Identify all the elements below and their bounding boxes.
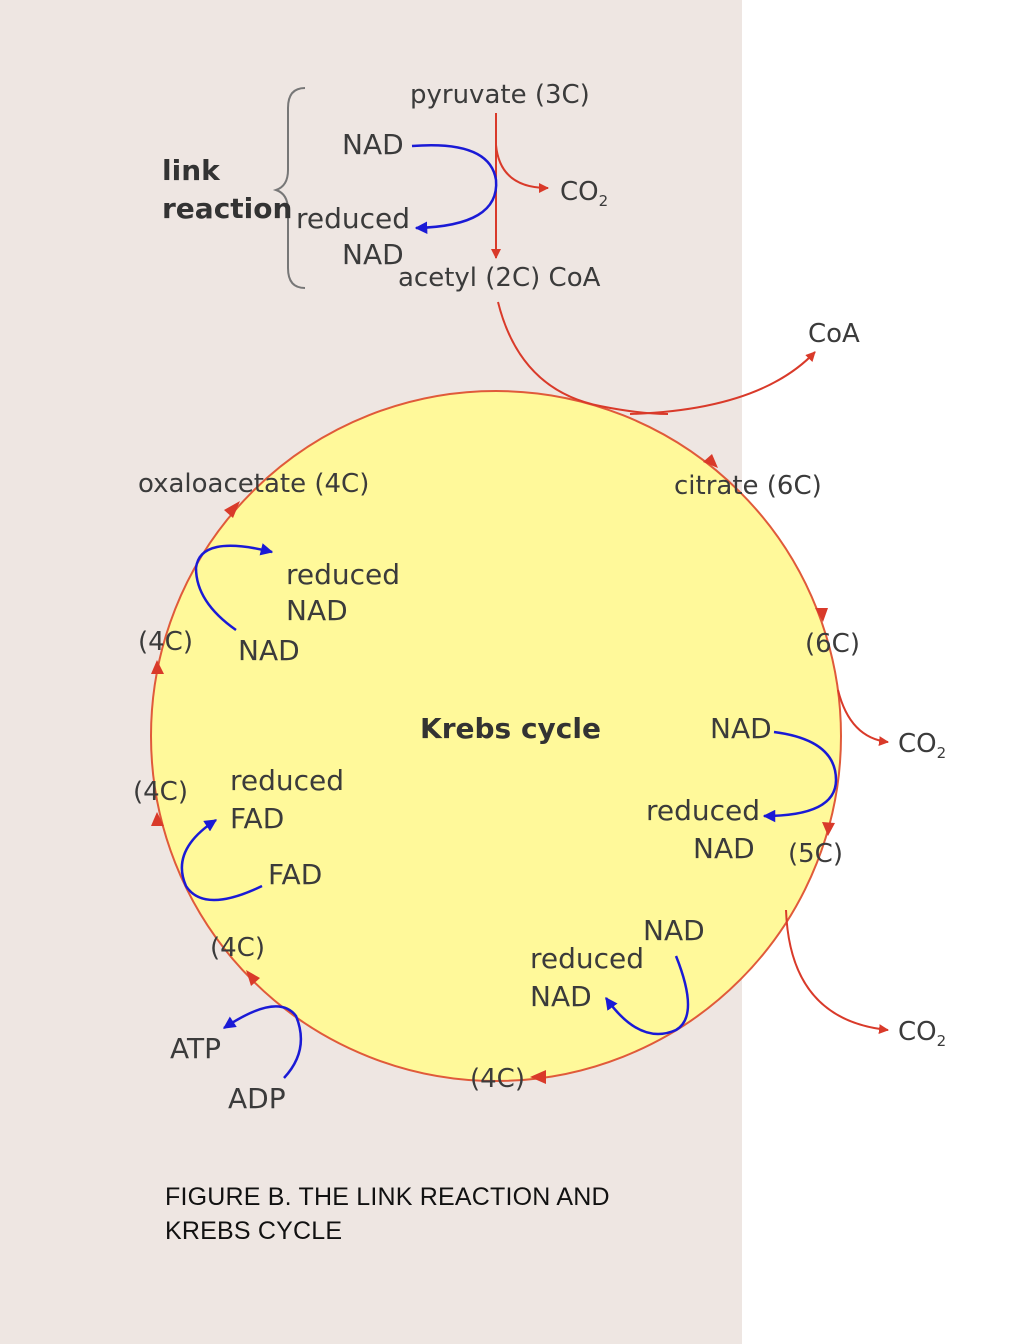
- pyruvate-label: pyruvate (3C): [410, 80, 590, 110]
- bottom-nad-label: NAD: [643, 914, 705, 947]
- link-nad-label: NAD: [342, 128, 404, 161]
- oxaloacetate-label: oxaloacetate (4C): [138, 469, 369, 499]
- cycle-arrowhead-4c-bottom: [530, 1070, 546, 1084]
- right-nad-label: NAD: [710, 712, 772, 745]
- cycle-co2-right-arrow: [837, 689, 889, 747]
- four-carbon-lower-left-label: (4C): [210, 933, 265, 963]
- cycle-arrowhead-citrate: [703, 454, 718, 468]
- link-label-line1: link: [162, 154, 221, 187]
- link-co2-label: CO2: [560, 177, 608, 210]
- link-nad-arrow: [411, 144, 498, 234]
- cycle-co2-lower-arrow: [785, 909, 889, 1035]
- link-brace: [272, 87, 306, 289]
- bottom-nad-arrow: [604, 955, 690, 1036]
- cycle-arrowhead-6c: [815, 608, 828, 622]
- left-reduced-label-2: NAD: [286, 594, 348, 627]
- atp-label: ATP: [170, 1032, 221, 1065]
- reduced-fad-label-1: reduced: [230, 764, 344, 797]
- left-nad-label: NAD: [238, 634, 300, 667]
- cycle-arrowhead-5c: [822, 822, 835, 836]
- link-reduced-nad-label: NAD: [342, 238, 404, 271]
- six-carbon-label: (6C): [805, 629, 860, 659]
- cycle-co2-right-label: CO2: [898, 729, 946, 762]
- fad-arrow: [180, 818, 263, 902]
- link-label-line2: reaction: [162, 192, 292, 225]
- four-carbon-left-label: (4C): [133, 777, 188, 807]
- cycle-co2-lower-sub: 2: [937, 1032, 947, 1050]
- acetyl-coa-label: acetyl (2C) CoA: [398, 263, 601, 293]
- four-carbon-bottom-label: (4C): [470, 1064, 525, 1094]
- right-nad-arrow: [762, 730, 838, 823]
- cycle-co2-right-base: CO: [898, 729, 937, 759]
- left-reduced-label-1: reduced: [286, 558, 400, 591]
- right-reduced-nad-label: NAD: [693, 832, 755, 865]
- reduced-fad-label-2: FAD: [230, 802, 284, 835]
- four-carbon-upper-left-label: (4C): [138, 627, 193, 657]
- five-carbon-label: (5C): [788, 839, 843, 869]
- adp-label: ADP: [228, 1082, 286, 1115]
- bottom-reduced-nad-label: NAD: [530, 980, 592, 1013]
- link-reduced-label: reduced: [296, 202, 410, 235]
- cycle-arrowhead-4c-lower-left: [246, 970, 260, 986]
- cycle-co2-lower-base: CO: [898, 1017, 937, 1047]
- krebs-cycle-title: Krebs cycle: [420, 712, 601, 745]
- adp-atp-arrow: [222, 1005, 303, 1079]
- cycle-arrowhead-oxaloacetate: [224, 501, 240, 518]
- link-co2-sub: 2: [599, 192, 609, 210]
- krebs-cycle-circle: [150, 390, 842, 1082]
- cycle-arrowhead-4c-left: [151, 812, 164, 826]
- cycle-co2-lower-label: CO2: [898, 1017, 946, 1050]
- fad-label: FAD: [268, 858, 322, 891]
- cycle-direction-arrows: [151, 454, 835, 1084]
- link-co2-base: CO: [560, 177, 599, 207]
- bottom-reduced-label: reduced: [530, 942, 644, 975]
- right-reduced-label: reduced: [646, 794, 760, 827]
- coa-label: CoA: [808, 319, 860, 349]
- cycle-arrowhead-4c-upper-left: [151, 660, 164, 674]
- cycle-co2-right-sub: 2: [937, 744, 947, 762]
- link-co2-arrow: [495, 144, 549, 193]
- coa-release-arrow: [629, 351, 816, 415]
- figure-caption: FIGURE B. THE LINK REACTION AND KREBS CY…: [165, 1183, 610, 1245]
- citrate-label: citrate (6C): [674, 471, 822, 501]
- left-nad-arrow: [194, 543, 274, 632]
